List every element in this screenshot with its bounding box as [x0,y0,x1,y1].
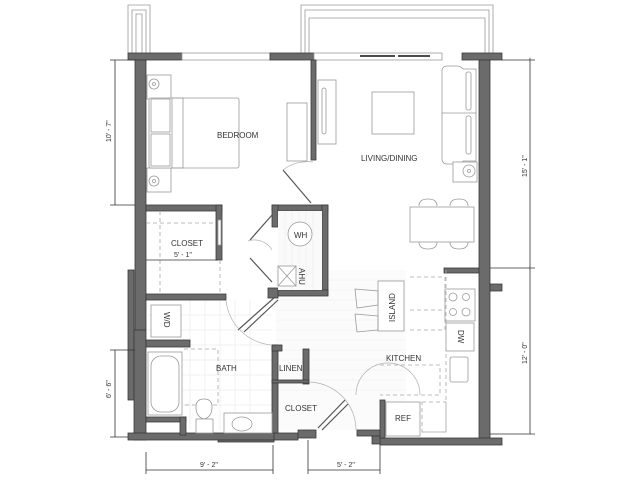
label-ahu: AHU [297,268,306,285]
dim-bath-depth: 6' - 6" [106,380,113,398]
room-label-bath: BATH [216,364,237,373]
washer-dryer-icon [150,304,182,338]
water-heater-icon [287,221,313,247]
cooktop-icon [444,288,476,322]
room-label-closet-2: CLOSET [285,404,317,413]
exterior-walls [127,52,503,446]
label-island: ISLAND [388,293,397,322]
interior-walls [145,59,480,439]
room-label-kitchen: KITCHEN [386,354,421,363]
bathtub-icon [150,355,180,413]
wh-closet-door-bottom [249,257,273,283]
dim-bedroom-depth: 10' - 7" [106,120,113,142]
bath-door-1 [237,296,276,331]
dimension-lines [110,58,535,474]
kitchen-fixtures [354,270,476,437]
refrigerator-icon [385,401,421,437]
label-washer-dryer: W/D [162,312,171,328]
sink-icon [231,416,253,432]
doors [225,161,357,431]
living-furniture [317,65,478,250]
dining-chair-icon [418,198,438,207]
room-label-bedroom: BEDROOM [217,131,259,140]
dining-table-icon [409,206,475,243]
label-refrigerator: REF [395,414,411,423]
toilet-icon [195,398,213,420]
balcony-right [300,4,494,54]
dim-bottom-left: 9' - 2" [200,462,218,469]
label-dishwasher: DW [456,330,465,344]
bedroom-door [282,169,312,204]
closet-door-2 [321,403,349,431]
dresser-icon [286,102,308,162]
label-water-heater: WH [294,231,308,240]
balcony-left [127,4,151,54]
room-label-closet: CLOSET [171,239,203,248]
room-label-linen: LINEN [279,364,303,373]
tv-console-icon [317,79,337,145]
dim-kitchen-depth: 12' - 0" [522,342,529,364]
wh-closet-door-top [249,214,273,241]
bath-fixtures [147,304,273,434]
bedroom-closet [146,211,222,294]
kitchen-sink-icon [449,356,469,383]
bedroom-furniture [146,74,308,193]
room-label-living-dining: LIVING/DINING [361,154,417,163]
coffee-table-icon [371,91,415,135]
mechanical-closet [277,211,322,290]
bed-icon [148,97,240,169]
dim-living-depth: 15' - 1" [522,155,529,177]
dishwasher-icon [445,322,475,352]
stool-icon [354,288,379,309]
closet-door-1 [317,399,346,429]
bath-door-2 [243,299,279,333]
dim-closet-width: 5' - 1" [174,252,192,259]
island-icon [377,280,405,332]
dim-bottom-right: 5' - 2" [337,462,355,469]
